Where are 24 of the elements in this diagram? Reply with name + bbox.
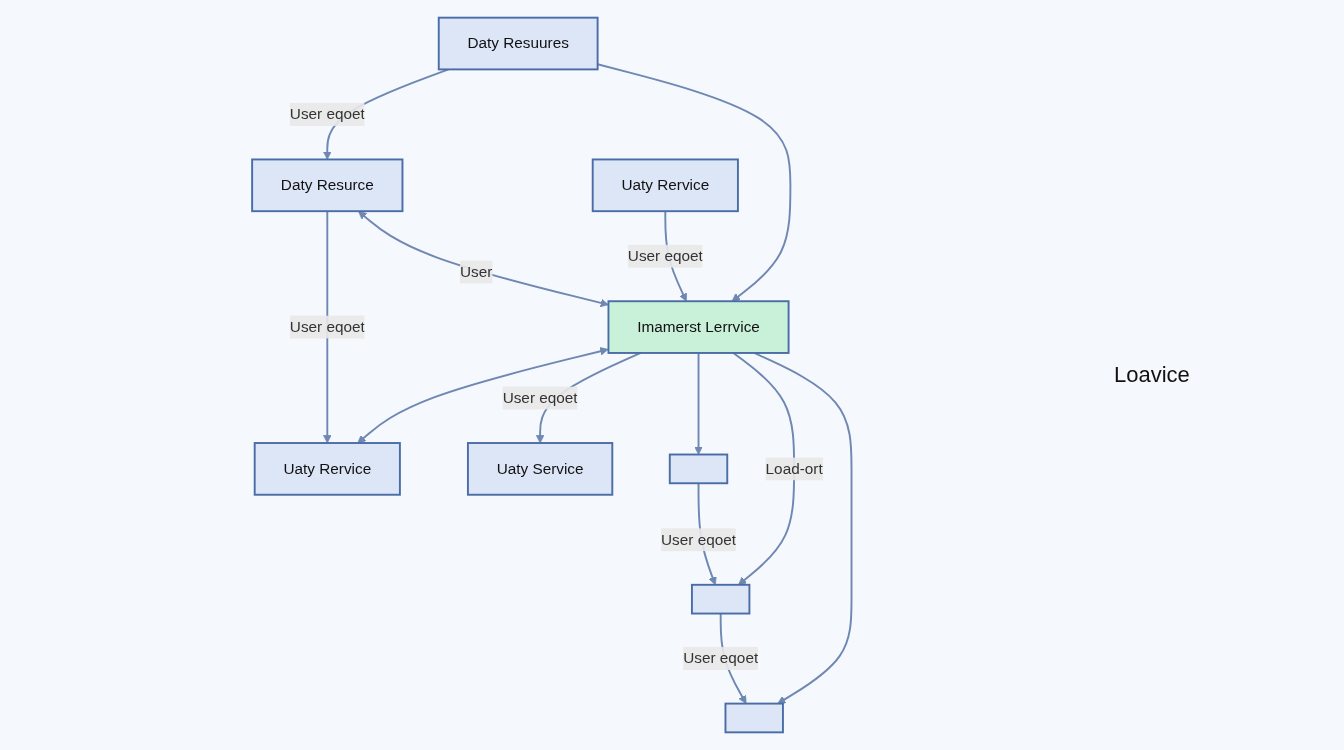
- node-box: Imamerst Lerrvice: [607, 300, 790, 354]
- arrow: [358, 211, 609, 308]
- edge-note: Loavice: [1114, 362, 1190, 388]
- arrow: [323, 210, 332, 444]
- edge-label: User eqoet: [628, 247, 703, 264]
- arrow: [357, 347, 609, 444]
- node-box: [669, 453, 729, 485]
- edge-label: User eqoet: [661, 531, 737, 548]
- edge-label: User eqoet: [289, 318, 365, 335]
- node-box: [691, 583, 751, 615]
- arrow: [694, 352, 703, 455]
- node-box: Uaty Service: [467, 442, 614, 496]
- arrow: [753, 352, 853, 704]
- edge-label: User eqoet: [502, 389, 578, 406]
- node-box: [724, 702, 785, 734]
- node-box: Uaty Rervice: [253, 442, 402, 496]
- arrow: [732, 352, 796, 586]
- edge-label: User eqoet: [683, 649, 759, 667]
- edge-label: User eqoet: [289, 105, 365, 123]
- edge-label: User: [460, 263, 493, 280]
- edge-label: Load-ort: [765, 460, 823, 477]
- node-box: Daty Resuures: [437, 16, 599, 71]
- node-box: Uaty Rervice: [591, 158, 740, 213]
- node-box: Daty Resurce: [251, 158, 404, 213]
